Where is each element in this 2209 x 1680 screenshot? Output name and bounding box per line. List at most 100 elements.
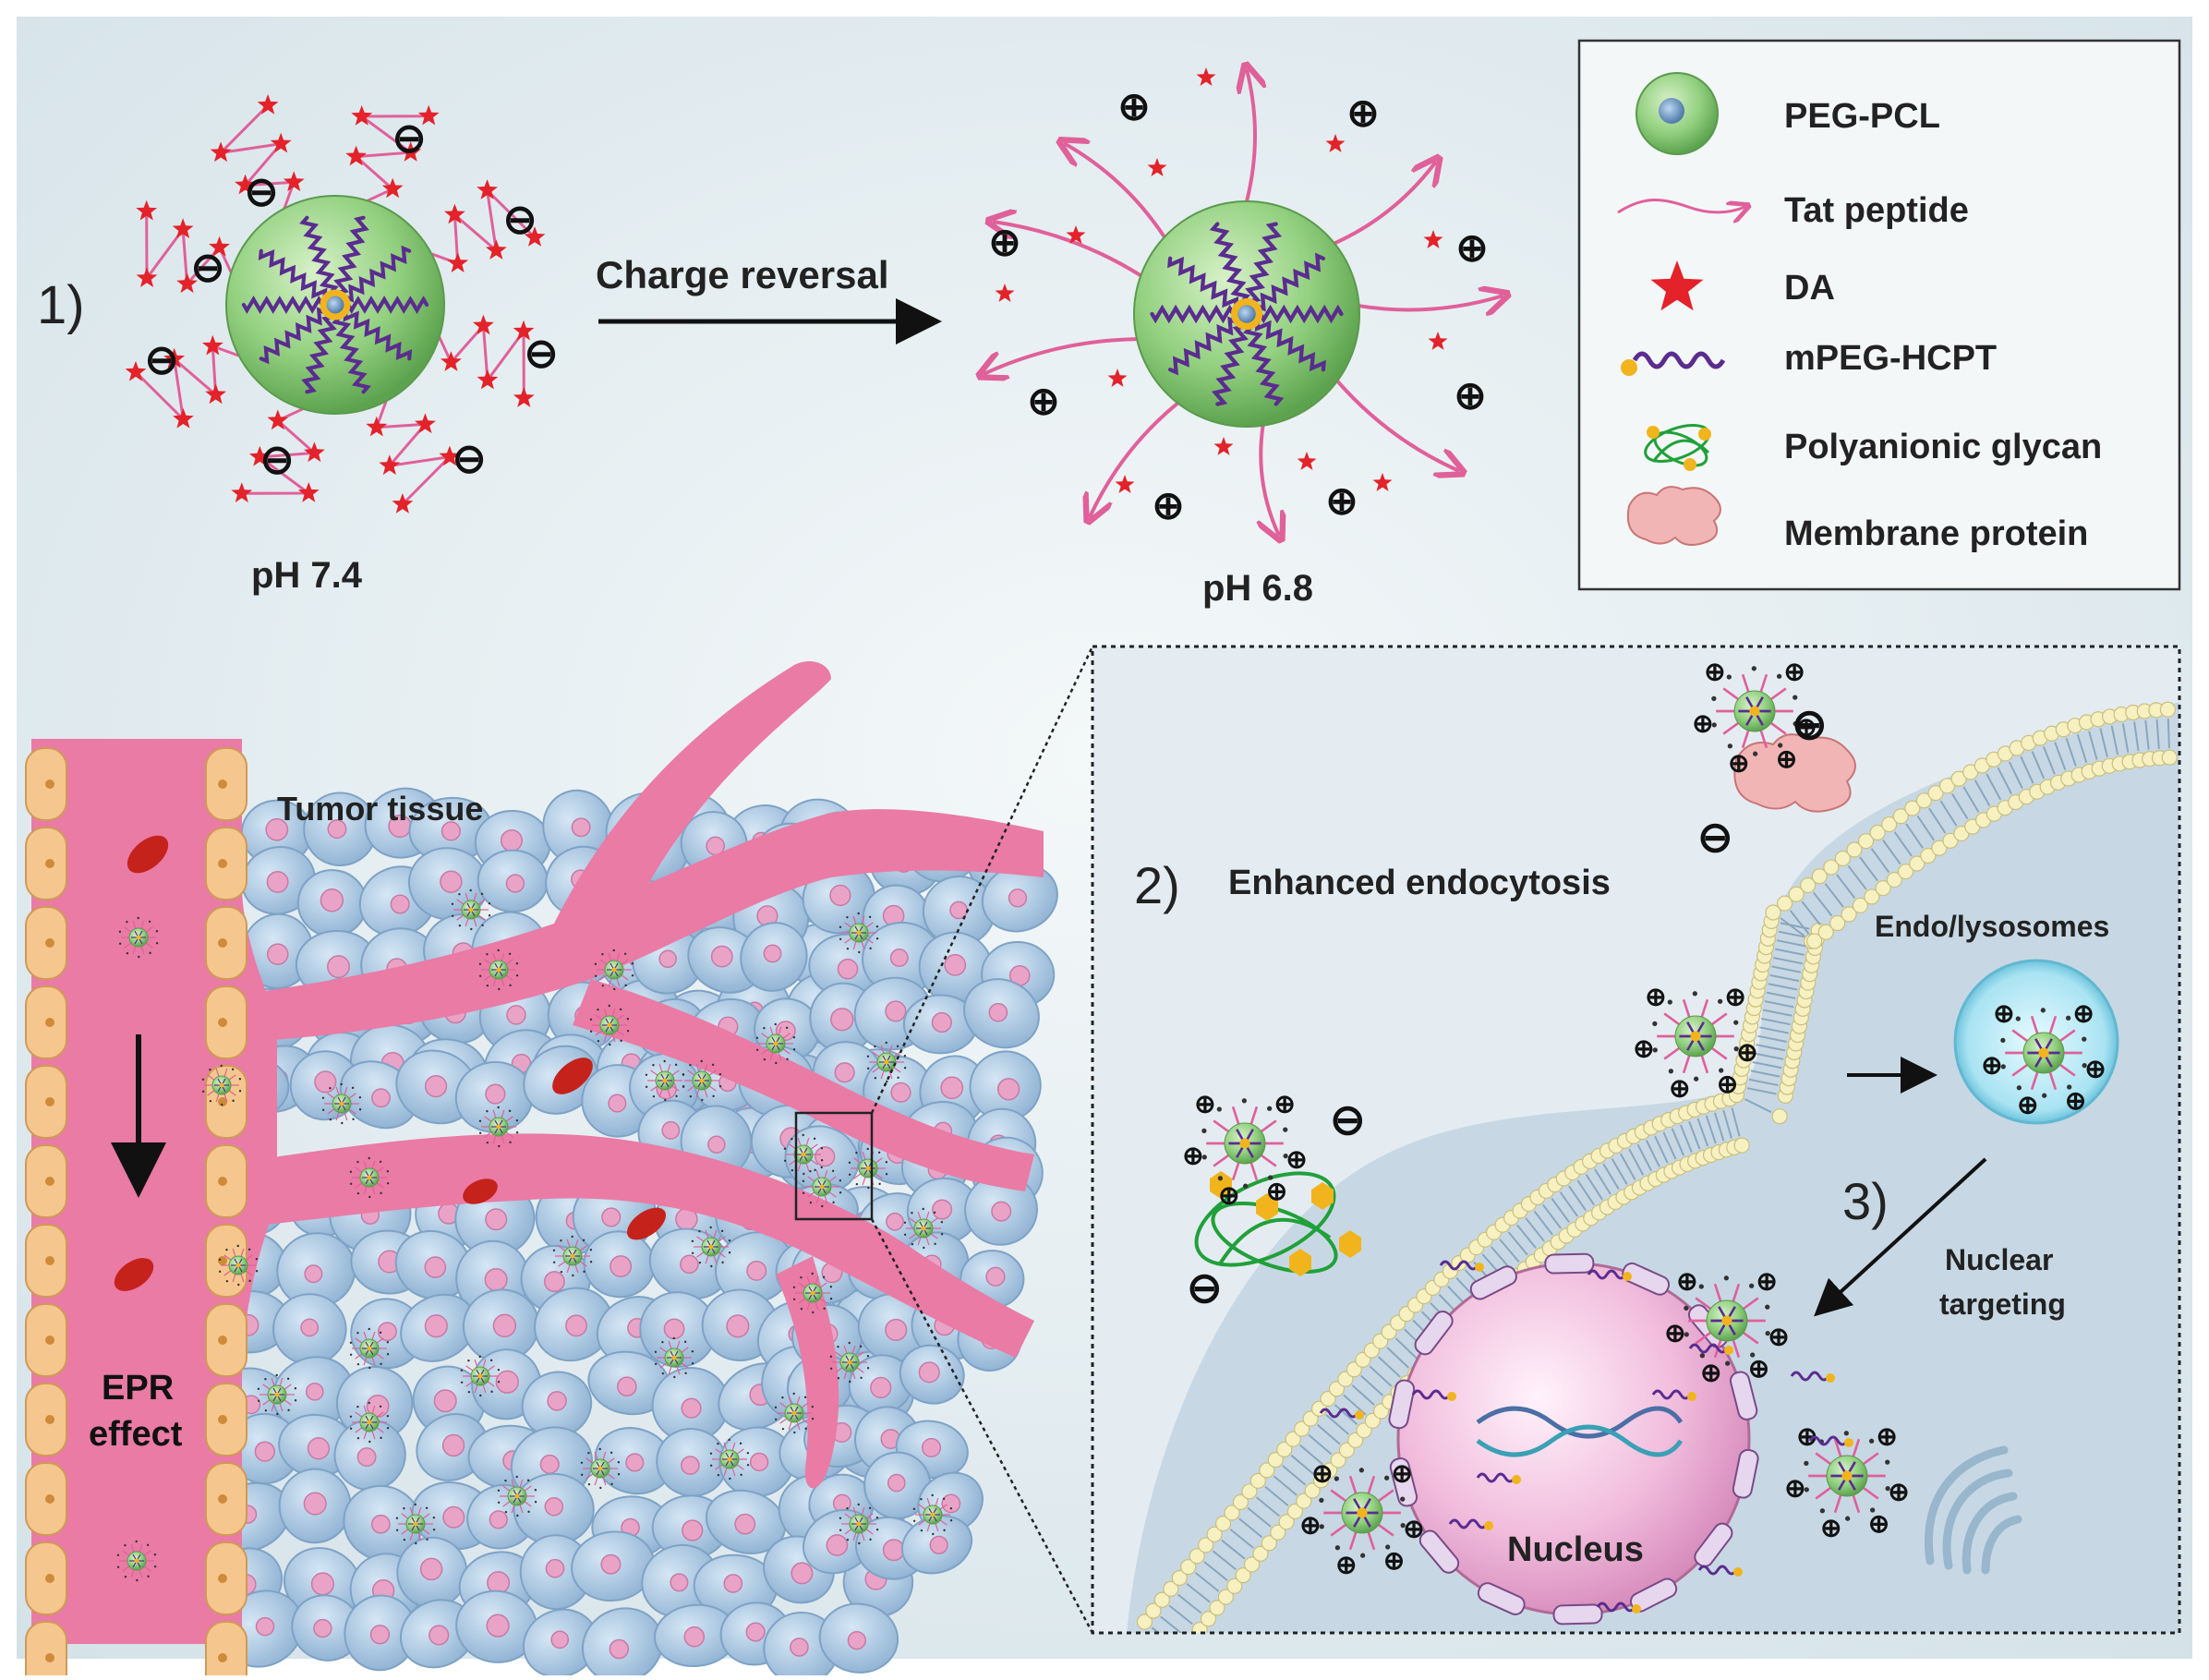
charge-dot [866, 1367, 870, 1370]
tat-peptide [1367, 1475, 1376, 1494]
lipid-head [1800, 876, 1817, 894]
charge-dot [255, 1258, 259, 1261]
positive-charge-symbol: ⊕ [1692, 708, 1713, 737]
charge-dot [589, 1030, 593, 1033]
charge-dot [932, 1532, 935, 1536]
tat-peptide [788, 1421, 792, 1431]
endothelial-cell [205, 1144, 247, 1218]
tat-peptide [736, 1448, 744, 1455]
cell-nucleus [921, 1437, 942, 1458]
cell-nucleus [314, 1070, 337, 1094]
charge-dot [866, 1147, 869, 1151]
cell-nucleus [433, 1389, 457, 1413]
drug-core [1623, 1272, 1632, 1281]
positive-charge-symbol: ⊕ [1117, 85, 1150, 128]
lipid-tail [1705, 1115, 1717, 1144]
charge-dot [858, 950, 861, 954]
tat-peptide [122, 1565, 130, 1572]
tat-peptide [616, 952, 621, 961]
lipid-tail [1776, 939, 1806, 948]
lipid-head [1897, 864, 1914, 880]
cell-nucleus [663, 1318, 685, 1340]
drug-core [856, 930, 862, 936]
charge-dot [1268, 1175, 1273, 1180]
charge-dot [352, 1118, 355, 1121]
charge-dot [652, 1063, 655, 1067]
star-icon [1325, 134, 1346, 152]
charge-dot [601, 984, 605, 987]
tat-peptide [465, 1365, 474, 1372]
drug-core [496, 967, 501, 973]
charge-dot [1319, 1524, 1324, 1529]
cell-nucleus [826, 1534, 849, 1556]
charge-dot [746, 1464, 750, 1467]
charge-dot [933, 1211, 936, 1215]
charge-dot [1765, 1331, 1770, 1336]
charge-dot [580, 1461, 584, 1464]
lipid-tail [1974, 780, 1991, 806]
drug-core [367, 1420, 372, 1425]
charge-dot [654, 1350, 658, 1353]
charge-dot [1885, 1459, 1890, 1465]
charge-dot [829, 1298, 833, 1300]
tat-peptide [852, 1506, 857, 1516]
charge-dot [837, 1376, 840, 1380]
positive-charge-symbol: ⊕ [1346, 91, 1379, 135]
lipid-tail [2008, 761, 2023, 790]
lipid-tail [1168, 1604, 1193, 1626]
charge-dot [1793, 721, 1798, 727]
charge-dot [386, 1170, 390, 1173]
tat-peptide [371, 1431, 376, 1440]
polymer-chain [299, 215, 339, 295]
lipid-head [1198, 1537, 1214, 1553]
mini-nanoparticle [497, 1475, 537, 1517]
charge-dot [580, 1473, 584, 1476]
tumor-cell [296, 869, 368, 937]
cell-nucleus [1008, 888, 1028, 908]
lipid-tail [1533, 1210, 1553, 1236]
star-icon [477, 369, 499, 390]
charge-dot [839, 1179, 842, 1182]
cell-nucleus [929, 1535, 948, 1554]
tat-peptide [723, 1468, 728, 1477]
lipid-tail [1671, 1128, 1685, 1156]
tat-peptide [327, 1093, 335, 1099]
lipid-tail [1325, 1414, 1349, 1435]
tat-peptide [207, 1090, 215, 1096]
tat-peptide [844, 1513, 852, 1519]
charge-dot [912, 1519, 916, 1522]
charge-dot [897, 1076, 899, 1080]
charge-dot [823, 1307, 826, 1311]
tat-peptide [348, 1108, 356, 1115]
lipid-head [1841, 906, 1857, 923]
lipid-head [1776, 895, 1793, 912]
lipid-head [1811, 868, 1828, 885]
lipid-tail [1611, 1158, 1628, 1185]
charge-dot [236, 1244, 239, 1248]
charge-dot [728, 1239, 731, 1242]
tat-peptide [1378, 1489, 1394, 1503]
lipid-tail [1752, 1060, 1782, 1070]
tat-peptide [376, 1353, 384, 1360]
tat-peptide [519, 1505, 524, 1514]
tumor-cell [900, 1515, 973, 1575]
cell-nucleus [485, 1208, 508, 1231]
cell-nucleus [885, 1318, 908, 1342]
tat-peptide [1711, 1046, 1728, 1060]
lipid-head [1733, 1137, 1750, 1154]
charge-dot [1283, 1154, 1288, 1159]
endothelial-cell [205, 1383, 247, 1456]
endothelial-nucleus [45, 1097, 54, 1106]
drug-molecule [1319, 1408, 1364, 1420]
tat-peptide [262, 1384, 271, 1390]
cell-nucleus [305, 1383, 324, 1401]
tat-peptide [502, 1485, 511, 1492]
charge-dot [486, 1109, 489, 1113]
tat-peptide [926, 1523, 931, 1532]
lipid-tail [1636, 1143, 1653, 1172]
nuclear-pore [1418, 1529, 1460, 1574]
positive-charge-symbol: ⊕ [1981, 1050, 2002, 1079]
star-icon [1428, 332, 1448, 350]
lipid-head [1869, 824, 1886, 841]
tat-peptide [284, 1399, 292, 1406]
